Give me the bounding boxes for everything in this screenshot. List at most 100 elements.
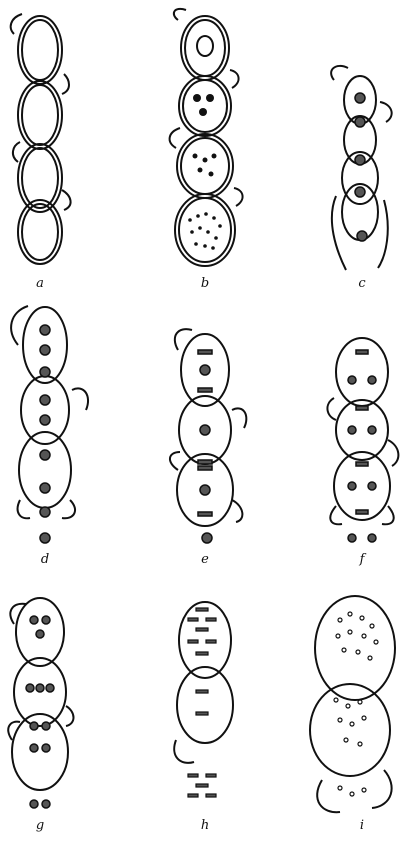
dot [348, 630, 352, 634]
panel-f-drawing [327, 338, 398, 524]
chromatin-body [197, 36, 213, 56]
ring [181, 16, 229, 80]
dot [42, 616, 50, 624]
dot [368, 376, 376, 384]
panel-label-h: h [195, 818, 215, 833]
dot [26, 684, 34, 692]
dot [196, 214, 200, 218]
ring [310, 684, 390, 776]
strand [62, 500, 75, 518]
dot [200, 365, 210, 375]
dot [204, 212, 208, 216]
panel-g-dots [26, 616, 54, 808]
panel-label-b: b [195, 276, 215, 291]
bar [356, 510, 368, 514]
bar [206, 640, 216, 643]
dot [336, 634, 340, 638]
dot [36, 684, 44, 692]
dot [200, 485, 210, 495]
dot [348, 426, 356, 434]
ring [22, 85, 58, 145]
dot [362, 716, 366, 720]
panel-label-f: f [352, 552, 372, 567]
dot [40, 483, 50, 493]
panel-label-e: e [195, 552, 215, 567]
bar [188, 774, 198, 777]
strand [11, 14, 22, 34]
strand [234, 188, 243, 206]
panel-b-dots [188, 36, 222, 250]
strand [317, 780, 340, 812]
strand [72, 388, 88, 410]
dot [40, 325, 50, 335]
strand [232, 408, 246, 428]
dot [370, 624, 374, 628]
dot [368, 426, 376, 434]
dot [40, 345, 50, 355]
ring [18, 81, 62, 149]
dot [40, 533, 50, 543]
dot [362, 634, 366, 638]
dot [362, 788, 366, 792]
dot [199, 108, 207, 116]
dot [203, 244, 207, 248]
bar [206, 618, 216, 621]
strand [62, 190, 71, 210]
ring [18, 16, 62, 84]
dot [368, 534, 376, 542]
dot [30, 722, 38, 730]
ring [179, 198, 231, 262]
ring [21, 376, 69, 444]
dot [203, 158, 208, 163]
dot [40, 450, 50, 460]
dot [348, 612, 352, 616]
dot [346, 704, 350, 708]
strand [232, 500, 242, 522]
dot [40, 415, 50, 425]
dot [348, 482, 356, 490]
panel-b-drawing [170, 9, 243, 266]
dot [190, 230, 194, 234]
ring [18, 200, 62, 264]
dot [193, 94, 201, 102]
bar [206, 774, 216, 777]
dot [198, 226, 202, 230]
ring [175, 194, 235, 266]
dot [193, 154, 198, 159]
panel-i-drawing [310, 596, 395, 812]
dot [212, 216, 216, 220]
strand [62, 74, 69, 94]
dot [30, 800, 38, 808]
bar [196, 690, 208, 693]
dot [348, 376, 356, 384]
dot [40, 507, 50, 517]
dot [348, 534, 356, 542]
dot [338, 618, 342, 622]
dot [368, 482, 376, 490]
strand [170, 128, 180, 148]
panel-label-a: a [30, 276, 50, 291]
bar [198, 388, 212, 392]
strand [327, 398, 336, 420]
dot [368, 656, 372, 660]
bar [198, 350, 212, 354]
strand [174, 740, 194, 763]
dot [46, 684, 54, 692]
ring [177, 134, 233, 198]
dot [188, 218, 192, 222]
dot [356, 650, 360, 654]
strand [378, 200, 388, 268]
dot [42, 744, 50, 752]
panel-label-i: i [352, 818, 372, 833]
dot [40, 395, 50, 405]
dot [30, 616, 38, 624]
panel-h-drawing [174, 602, 233, 763]
strand [170, 452, 180, 470]
dot [360, 616, 364, 620]
bar [196, 628, 208, 631]
dot [36, 630, 44, 638]
dot [358, 700, 362, 704]
dot [194, 242, 198, 246]
dot [200, 425, 210, 435]
